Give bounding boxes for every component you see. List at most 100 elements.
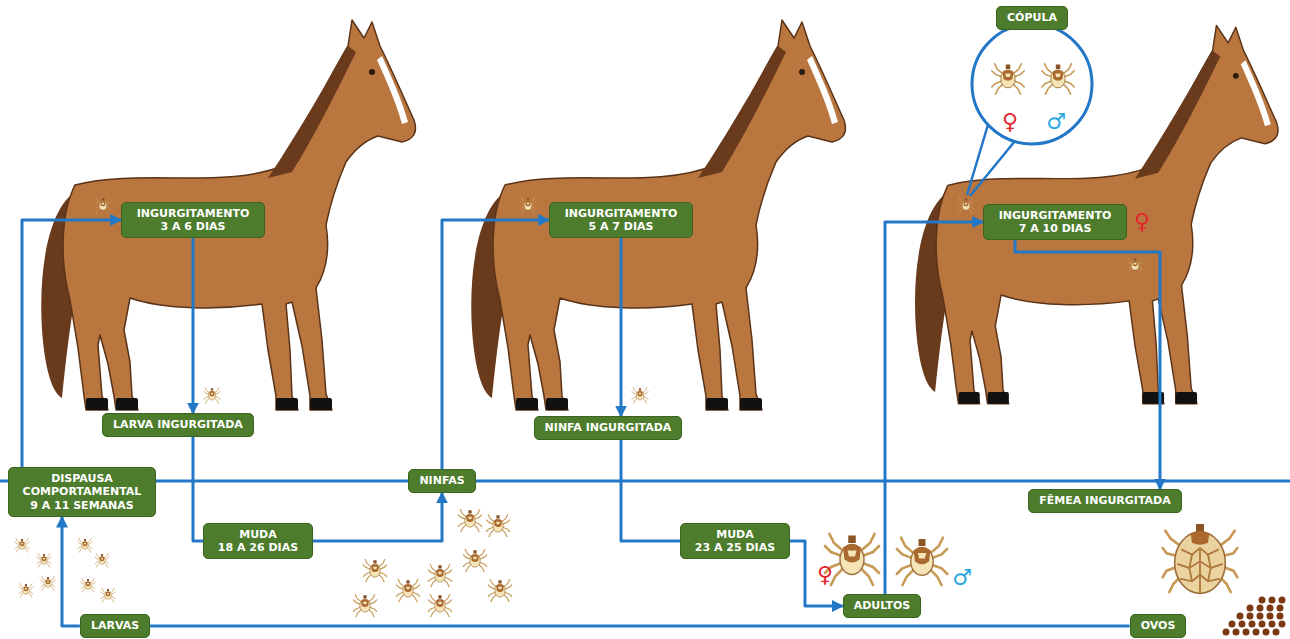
box-text: 3 A 6 DIAS	[132, 220, 254, 233]
horse-figure	[915, 25, 1278, 403]
leader-line	[967, 118, 990, 195]
leader-line	[970, 141, 1015, 196]
larva-group	[41, 577, 55, 591]
flow-arrow	[62, 517, 80, 626]
egg-cluster	[1253, 629, 1260, 636]
stage-box: LARVAS	[80, 614, 150, 637]
stage-box: INGURGITAMENTO7 A 10 DIAS	[983, 204, 1127, 240]
nymph-group	[396, 580, 419, 602]
egg-cluster	[1269, 621, 1276, 628]
tick-icon	[632, 388, 648, 403]
tick-icon	[992, 64, 1024, 95]
box-text: 5 A 7 DIAS	[560, 220, 682, 233]
tick-icon	[95, 198, 111, 213]
egg-cluster	[1263, 629, 1270, 636]
flow-arrow	[150, 625, 1130, 628]
egg-cluster	[1237, 613, 1244, 620]
adult-female-tick	[825, 534, 879, 585]
egg-cluster	[1223, 629, 1230, 636]
nymph-group	[353, 595, 376, 617]
stage-box: CÓPULA	[996, 6, 1068, 29]
stage-box: INGURGITAMENTO5 A 7 DIAS	[549, 202, 693, 238]
horse-figure	[471, 20, 845, 410]
egg-cluster	[1279, 621, 1286, 628]
box-text: FÊMEA INGURGITADA	[1039, 494, 1171, 507]
box-text: CÓPULA	[1007, 11, 1057, 24]
larva-group	[37, 554, 51, 568]
egg-cluster	[1259, 597, 1266, 604]
tick-icon	[204, 388, 220, 403]
egg-cluster	[1279, 597, 1286, 604]
flow-arrow	[790, 541, 843, 606]
egg-cluster	[1267, 613, 1274, 620]
box-text: INGURGITAMENTO	[994, 209, 1116, 222]
nymph-group	[458, 510, 481, 532]
larva-group	[81, 579, 95, 593]
box-text: ADULTOS	[854, 599, 911, 612]
nymph-group	[428, 595, 451, 617]
stage-box: DISPAUSA COMPORTAMENTAL9 A 11 SEMANAS	[8, 467, 156, 517]
nymph-group	[363, 560, 386, 582]
stage-box: LARVA INGURGITADA	[102, 413, 254, 436]
box-text: 18 A 26 DIAS	[214, 541, 302, 554]
box-text: MUDA	[214, 528, 302, 541]
egg-cluster	[1247, 613, 1254, 620]
sex-symbol: ♂	[1046, 111, 1066, 133]
nymph-group	[486, 515, 509, 537]
stage-box: ADULTOS	[843, 594, 922, 617]
larva-group	[95, 554, 109, 568]
box-text: NINFAS	[419, 474, 464, 487]
flow-arrow	[621, 440, 680, 541]
larva-group	[78, 539, 92, 553]
copula-circle	[972, 24, 1092, 144]
egg-cluster	[1277, 605, 1284, 612]
box-text: INGURGITAMENTO	[560, 207, 682, 220]
egg-cluster	[1229, 621, 1236, 628]
flow-arrow	[1015, 240, 1160, 489]
box-text: MUDA	[691, 528, 779, 541]
larva-group	[101, 589, 115, 603]
tick-icon	[1042, 64, 1074, 95]
nymph-group	[428, 565, 451, 587]
tick-icon	[520, 198, 536, 213]
flow-arrow	[313, 493, 442, 541]
larva-group	[19, 584, 33, 598]
tick-icon	[1127, 258, 1143, 273]
egg-cluster	[1249, 621, 1256, 628]
box-text: LARVA INGURGITADA	[113, 418, 243, 431]
flow-arrow	[442, 220, 549, 469]
nymph-group	[488, 580, 511, 602]
egg-cluster	[1259, 621, 1266, 628]
egg-cluster	[1257, 605, 1264, 612]
egg-cluster	[1277, 613, 1284, 620]
flow-arrow	[192, 238, 195, 413]
larva-group	[15, 539, 29, 553]
stage-box: MUDA23 A 25 DIAS	[680, 523, 790, 559]
egg-cluster	[1273, 629, 1280, 636]
box-text: 23 A 25 DIAS	[691, 541, 779, 554]
sex-symbol: ♀	[817, 564, 833, 586]
larva-group	[15, 539, 115, 603]
sex-symbol: ♀	[1002, 111, 1018, 133]
stage-box: FÊMEA INGURGITADA	[1028, 489, 1182, 512]
egg-cluster	[1223, 597, 1286, 636]
box-text: 7 A 10 DIAS	[994, 222, 1116, 235]
stage-box: NINFAS	[408, 469, 475, 492]
flow-arrow	[620, 238, 623, 416]
box-text: OVOS	[1141, 619, 1176, 632]
egg-cluster	[1239, 621, 1246, 628]
egg-cluster	[1267, 605, 1274, 612]
egg-cluster	[1243, 629, 1250, 636]
box-text: NINFA INGURGITADA	[545, 421, 672, 434]
egg-cluster	[1257, 613, 1264, 620]
tick-icon	[958, 198, 974, 213]
egg-cluster	[1233, 629, 1240, 636]
nymph-group	[463, 550, 486, 572]
flow-arrow	[885, 222, 983, 594]
sex-symbol: ♂	[952, 567, 972, 589]
horse-figure	[41, 20, 415, 410]
box-text: 9 A 11 SEMANAS	[19, 499, 145, 512]
egg-cluster	[1247, 605, 1254, 612]
engorged-female-tick	[1163, 524, 1238, 593]
